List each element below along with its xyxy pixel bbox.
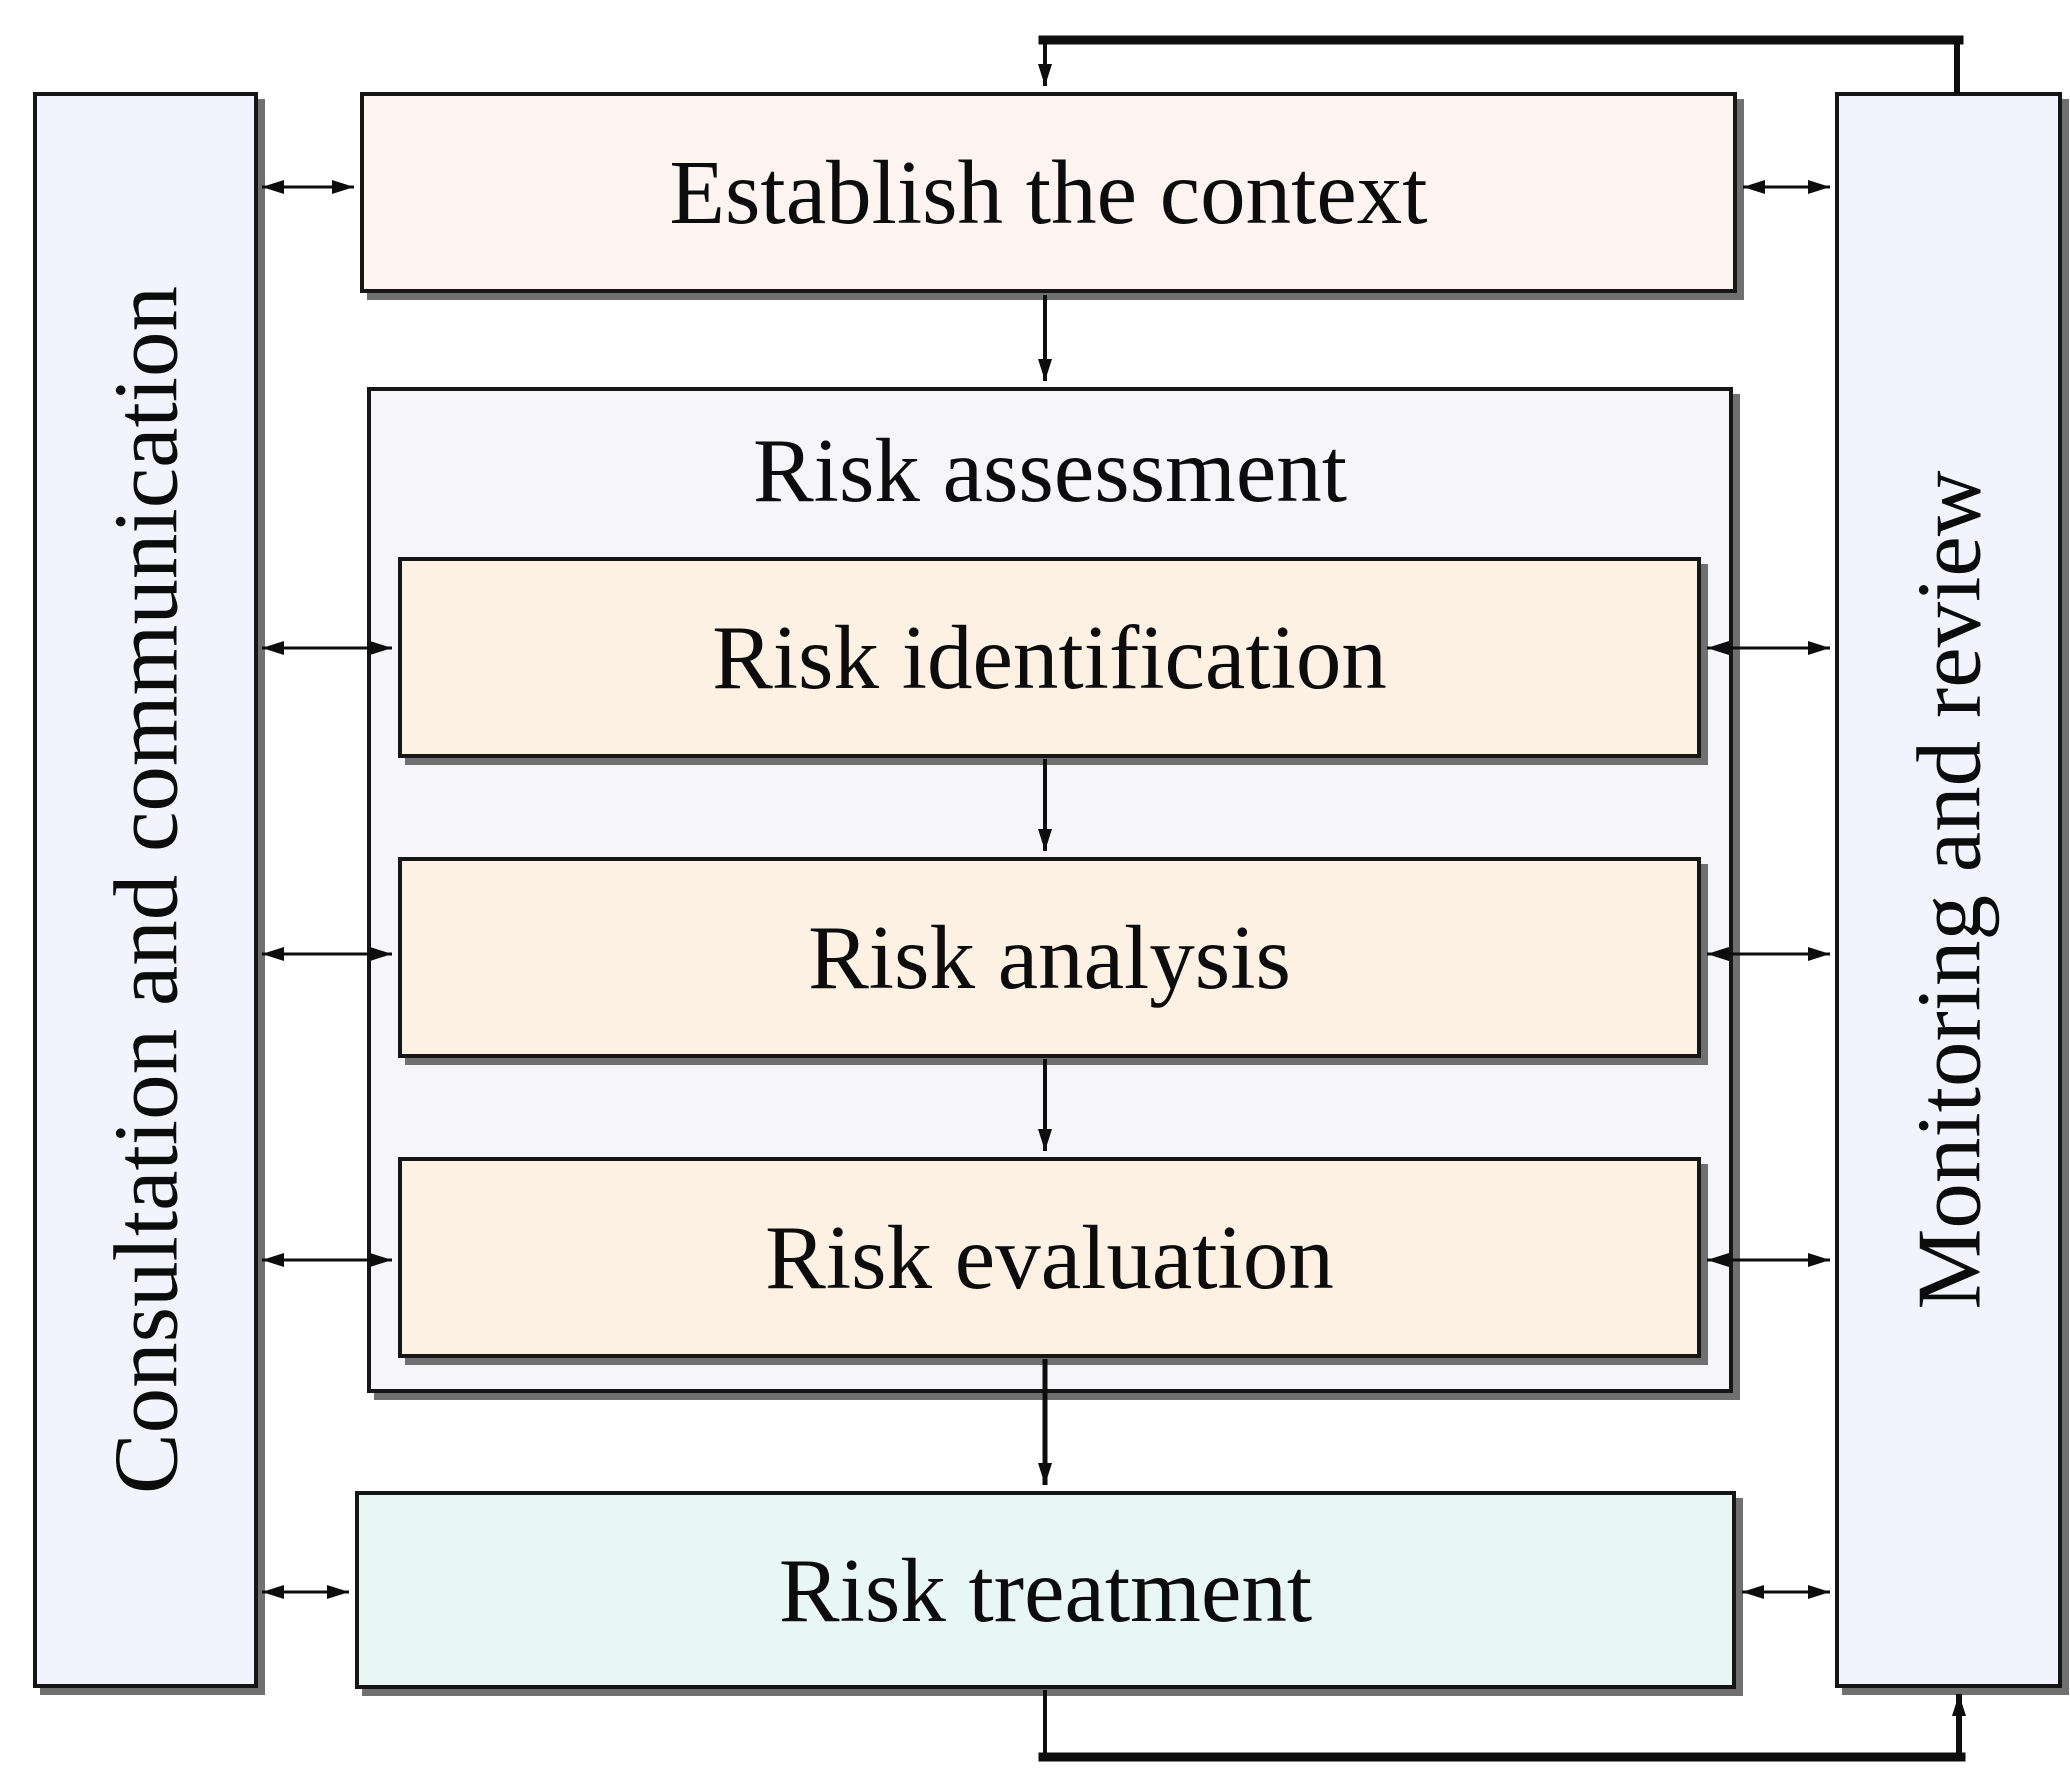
risk-evaluation-box: Risk evaluation bbox=[398, 1157, 1701, 1358]
consultation-communication-label: Consultation and communication bbox=[95, 285, 196, 1495]
establish-context-label: Establish the context bbox=[669, 142, 1428, 243]
establish-context-box: Establish the context bbox=[360, 92, 1737, 293]
risk-analysis-box: Risk analysis bbox=[398, 857, 1701, 1058]
risk-identification-box: Risk identification bbox=[398, 557, 1701, 758]
feedback-bottom-loop bbox=[1038, 1690, 1966, 1762]
risk-identification-label: Risk identification bbox=[712, 607, 1387, 708]
monitoring-review-label: Monitoring and review bbox=[1898, 470, 1999, 1310]
feedback-top-loop bbox=[1038, 35, 1964, 94]
risk-assessment-title: Risk assessment bbox=[752, 420, 1348, 521]
risk-treatment-box: Risk treatment bbox=[355, 1491, 1736, 1689]
risk-evaluation-label: Risk evaluation bbox=[765, 1207, 1334, 1308]
consultation-communication-bar: Consultation and communication bbox=[33, 92, 258, 1688]
risk-treatment-label: Risk treatment bbox=[778, 1539, 1313, 1641]
risk-analysis-label: Risk analysis bbox=[808, 907, 1291, 1008]
monitoring-review-bar: Monitoring and review bbox=[1835, 92, 2062, 1688]
